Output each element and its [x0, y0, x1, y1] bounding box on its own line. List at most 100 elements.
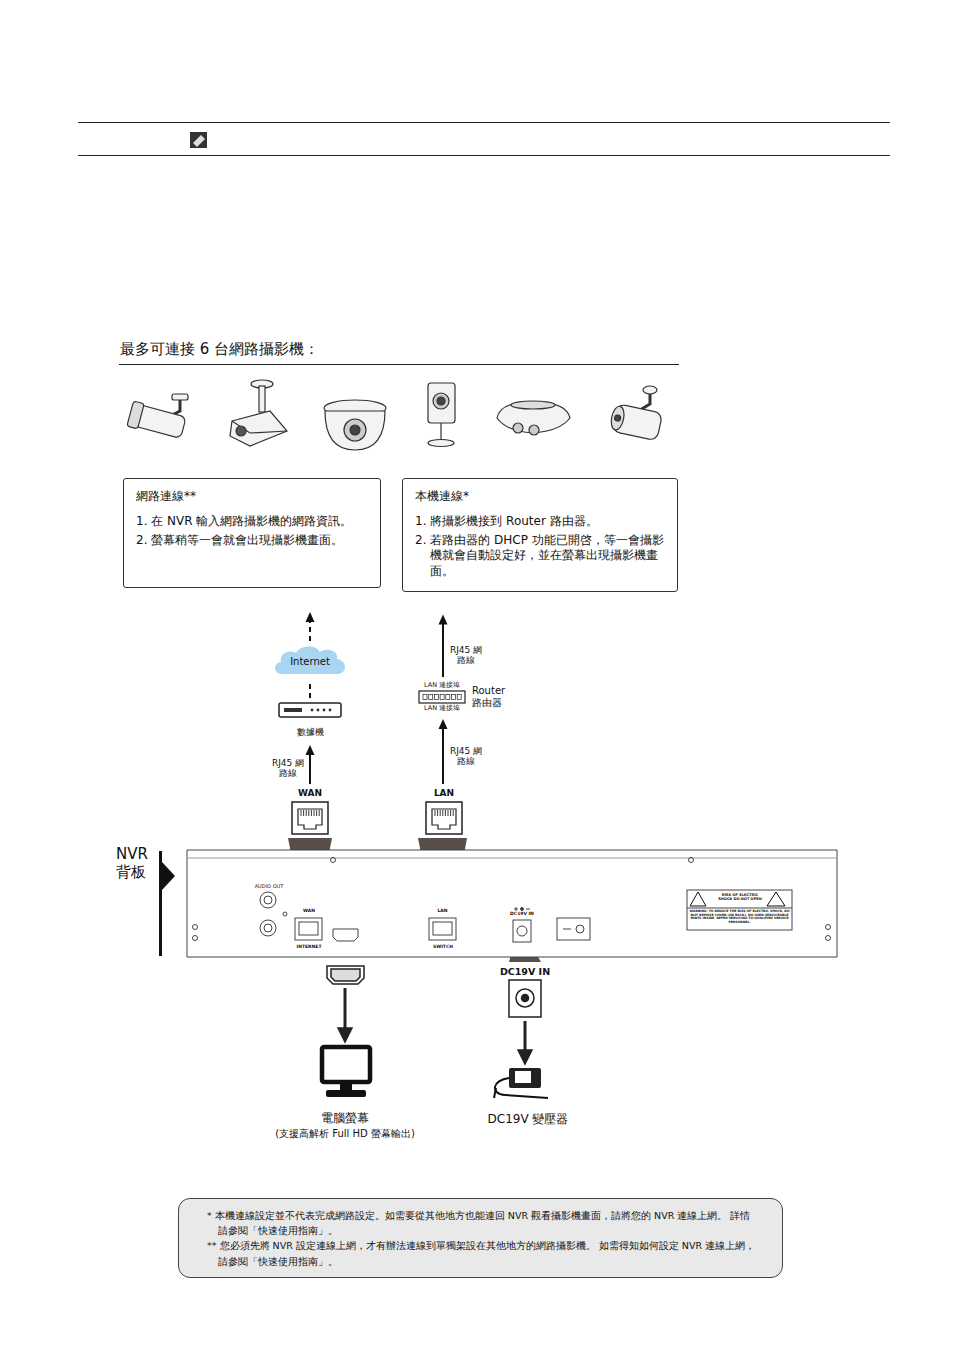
node-text: LAN 連接埠: [416, 704, 468, 713]
dc-zoom-part: [516, 989, 534, 1007]
node-text: ** 您必須先將 NVR 設定連線上網，才有辦法連線到單獨架設在其他地方的網路攝…: [207, 1238, 758, 1268]
box-camera: [609, 386, 663, 441]
port-pin: [437, 810, 438, 816]
power-switch-part: [557, 918, 590, 940]
part-label: WARNING: TO REDUCE THE RISK OF ELECTRIC …: [689, 910, 790, 924]
warning-label: [687, 890, 792, 930]
mounting-hole: [193, 858, 831, 941]
dc-jack-part: [526, 909, 530, 910]
part-label: 電腦螢幕: [290, 1112, 400, 1126]
router-port: [429, 695, 433, 700]
router-port: [440, 695, 444, 700]
bullet-camera-part-part: [127, 401, 144, 429]
part-label: NVR 背板: [116, 845, 160, 881]
internet-cloud: Internet: [272, 644, 348, 678]
connector-line: [442, 622, 444, 677]
arrowhead: [439, 614, 448, 624]
part-label: LAN: [429, 908, 456, 913]
edge-label: RJ45 網路線: [449, 745, 483, 768]
dc-jack-part: [521, 908, 524, 911]
mounting-hole-part: [689, 858, 694, 863]
hdmi-zoom: [327, 966, 364, 1042]
ceiling-camera-part: [259, 386, 265, 412]
part-label: RISK OF ELECTRIC SHOCK DO NOT OPEN: [716, 893, 764, 901]
router-port: [446, 695, 450, 700]
wan-port-part: [295, 918, 322, 940]
dome-camera: [324, 400, 386, 450]
nvr-bracket-part: [162, 862, 175, 890]
port-socket: [432, 809, 456, 829]
title-underline: [119, 364, 679, 365]
dc-jack-part: [513, 920, 531, 942]
wan-port-part: [299, 922, 318, 935]
hdmi-zoom-part: [344, 988, 347, 1030]
hdmi-port: [333, 929, 358, 941]
arrowhead: [439, 719, 448, 729]
camera-illustrations: [127, 380, 663, 450]
info-box: 網路連線**1. 在 NVR 輸入網路攝影機的網路資訊。2. 螢幕稍等一會就會出…: [123, 478, 381, 588]
node-text: 1. 將攝影機接到 Router 路由器。: [415, 514, 665, 530]
router-body: [419, 691, 465, 703]
dc-zoom-part: [509, 980, 541, 1017]
mounting-hole-part: [283, 912, 287, 916]
node-text: 2. 若路由器的 DHCP 功能已開啓，等一會攝影機就會自動設定好，並在螢幕出現…: [415, 533, 665, 580]
header-icon-part: [193, 135, 205, 147]
audio-out-jack-part: [260, 920, 276, 936]
header-rule: [78, 123, 890, 156]
modem: 數據機: [276, 701, 344, 739]
port-pin: [435, 810, 436, 816]
port-pin: [440, 810, 441, 816]
router-port: [452, 695, 456, 700]
connector: [306, 612, 315, 641]
node-text: 1. 在 NVR 輸入網路攝影機的網路資訊。: [136, 514, 368, 530]
part-label: DC19V IN: [490, 967, 560, 978]
port-pin: [448, 810, 449, 816]
wan-port-zoom: WAN: [290, 788, 330, 835]
part-label: SWITCH: [424, 944, 462, 949]
dc-zoom-part: [524, 1021, 527, 1052]
dome-camera-part: [344, 419, 366, 441]
mounting-hole-part: [826, 925, 831, 930]
router-port: [457, 695, 461, 700]
nvr-rear-panel-part: [187, 858, 837, 859]
port-pin: [316, 810, 317, 816]
warning-label-part: [690, 892, 706, 906]
rj45-port-icon: [425, 801, 463, 835]
hdmi-zoom-part: [327, 966, 364, 984]
part-label: INTERNET: [290, 944, 328, 949]
part-label: DC19V 變壓器: [460, 1113, 596, 1127]
audio-out-jack-part: [264, 924, 272, 932]
ceiling-camera: [230, 380, 287, 446]
lan-port-zoom: LAN: [424, 788, 464, 835]
dome-camera-part: [325, 411, 385, 450]
node-text: 2. 螢幕稍等一會就會出現攝影機畫面。: [136, 533, 368, 549]
monitor-part: [326, 1090, 366, 1097]
cloud-outline: [275, 646, 345, 674]
ceiling-camera-part: [236, 426, 246, 436]
port-pin: [301, 810, 302, 816]
audio-out-jack-part: [260, 892, 276, 908]
nvr-rear-panel: [187, 850, 837, 957]
dc-zoom: [509, 980, 541, 1064]
cube-camera-part: [428, 383, 455, 423]
dc-jack-part: [516, 907, 517, 911]
router: LAN 連接埠Router 路由器LAN 連接埠: [416, 681, 512, 713]
edge-label: RJ45 網路線: [449, 644, 483, 667]
power-adapter: [494, 1068, 548, 1098]
connector-line: [309, 620, 311, 641]
header-rule-part: [78, 122, 890, 123]
router-port: [423, 695, 427, 700]
port-pin: [453, 810, 454, 816]
connector: [306, 745, 315, 784]
part-label: AUDIO OUT: [252, 884, 286, 890]
modem-led: [317, 709, 320, 712]
port-pin: [311, 810, 312, 816]
connector-line: [309, 753, 311, 784]
power-adapter-part: [509, 1068, 541, 1088]
cube-camera: [428, 383, 455, 447]
mounting-hole-part: [331, 858, 336, 863]
power-adapter-part: [515, 1071, 531, 1083]
